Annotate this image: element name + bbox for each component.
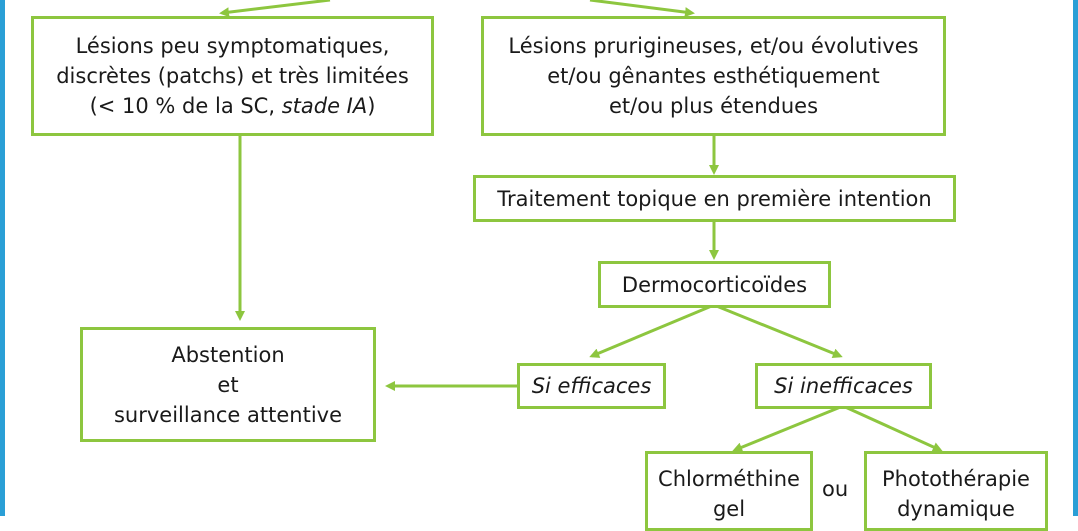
chlormetine-line2: gel <box>712 497 746 521</box>
abstention-line3: surveillance attentive <box>113 402 343 427</box>
ineffective-label: Si inefficaces <box>774 374 913 398</box>
effective-label: Si efficaces <box>531 374 652 398</box>
chlormetine-line1: Chlorméthine <box>658 467 800 491</box>
arrow-dermo-to-effective <box>589 303 715 358</box>
extensive-line3: et/ou plus étendues <box>608 94 819 118</box>
phototherapie-line2: dynamique <box>897 497 1015 521</box>
abstention-line1: Abstention <box>171 342 285 367</box>
phototherapie-line1: Photothérapie <box>882 467 1030 491</box>
limited-line1: Lésions peu symptomatiques, <box>75 34 390 58</box>
arrow-top-left <box>219 0 331 18</box>
arrow-dermo-to-ineffective <box>713 303 843 359</box>
abstention-line2: et <box>217 372 239 397</box>
box-si-inefficaces: Si inefficaces <box>755 363 932 409</box>
limited-line3: (< 10 % de la SC, stade IA) <box>90 91 376 121</box>
limited-line3-italic: stade IA <box>281 94 368 118</box>
arrow-top-right <box>589 0 695 18</box>
topical-label: Traitement topique en première intention <box>497 186 932 211</box>
box-topical-treatment: Traitement topique en première intention <box>473 175 956 222</box>
outer-frame <box>0 0 1078 516</box>
box-chlormetine: Chlorméthine gel <box>645 451 813 531</box>
limited-line2: discrètes (patchs) et très limitées <box>56 64 409 88</box>
box-abstention: Abstention et surveillance attentive <box>80 327 376 442</box>
flow-arrows <box>219 0 943 452</box>
dermo-label: Dermocorticoïdes <box>621 272 808 297</box>
extensive-line2: et/ou gênantes esthétiquement <box>547 64 880 88</box>
or-label: ou <box>822 477 849 501</box>
arrow-ineffective-to-chlormetine <box>732 404 844 452</box>
box-phototherapie: Photothérapie dynamique <box>864 451 1048 531</box>
box-si-efficaces: Si efficaces <box>517 363 666 409</box>
arrow-ineffective-to-phototherapie <box>842 404 943 452</box>
box-limited-lesions: Lésions peu symptomatiques, discrètes (p… <box>31 16 434 136</box>
limited-line3-prefix: (< 10 % de la SC, <box>89 94 282 118</box>
box-dermocorticoides: Dermocorticoïdes <box>598 261 831 308</box>
box-extensive-lesions: Lésions prurigineuses, et/ou évolutives … <box>481 16 946 136</box>
extensive-line1: Lésions prurigineuses, et/ou évolutives <box>508 34 919 58</box>
limited-line3-suffix: ) <box>367 94 376 118</box>
